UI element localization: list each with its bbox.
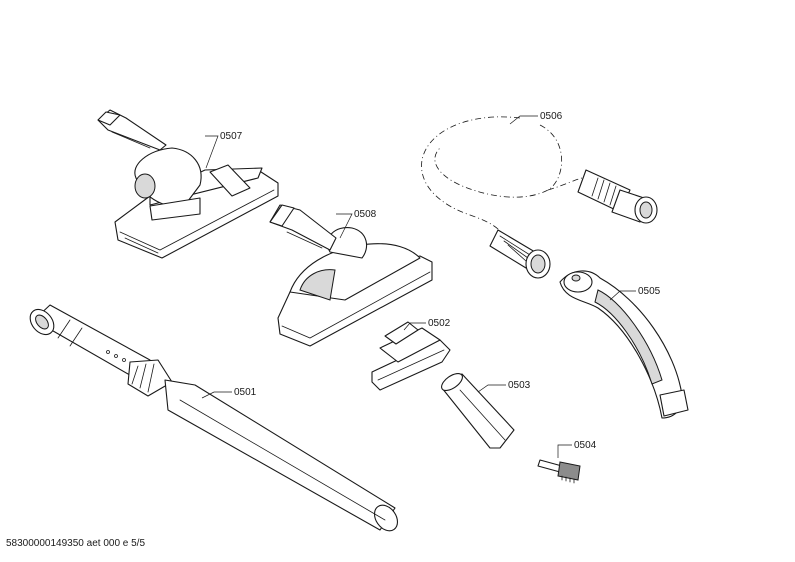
leader-0504 — [557, 444, 572, 458]
part-0503-crevice-nozzle[interactable] — [439, 370, 515, 449]
part-0501-telescopic-tube[interactable] — [25, 304, 402, 535]
part-0506-hose[interactable] — [421, 116, 658, 279]
leader-0501 — [201, 391, 232, 399]
leader-0503 — [477, 384, 506, 393]
label-0508: 0508 — [354, 209, 377, 220]
part-0504-brush[interactable] — [537, 459, 581, 484]
leader-0506 — [509, 115, 538, 125]
label-0504: 0504 — [574, 440, 597, 451]
part-0502-upholstery-nozzle[interactable] — [371, 321, 451, 391]
part-0508-floor-nozzle[interactable] — [269, 204, 433, 347]
leader-0502 — [403, 322, 426, 331]
label-0506: 0506 — [540, 111, 563, 122]
document-id: 58300000149350 aet 000 e 5/5 — [6, 538, 146, 549]
part-0505-hose-handle[interactable] — [559, 270, 689, 419]
leader-0508 — [336, 213, 353, 239]
label-0502: 0502 — [428, 318, 451, 329]
hose-end-right-fitting — [577, 169, 658, 224]
label-0507: 0507 — [220, 131, 243, 142]
label-0503: 0503 — [508, 380, 531, 391]
label-0501: 0501 — [234, 387, 257, 398]
part-0507-floor-nozzle[interactable] — [97, 109, 279, 259]
label-0505: 0505 — [638, 286, 661, 297]
leader-0505 — [609, 290, 636, 301]
hose-end-left-fitting — [489, 229, 551, 279]
leader-0507 — [205, 135, 219, 169]
